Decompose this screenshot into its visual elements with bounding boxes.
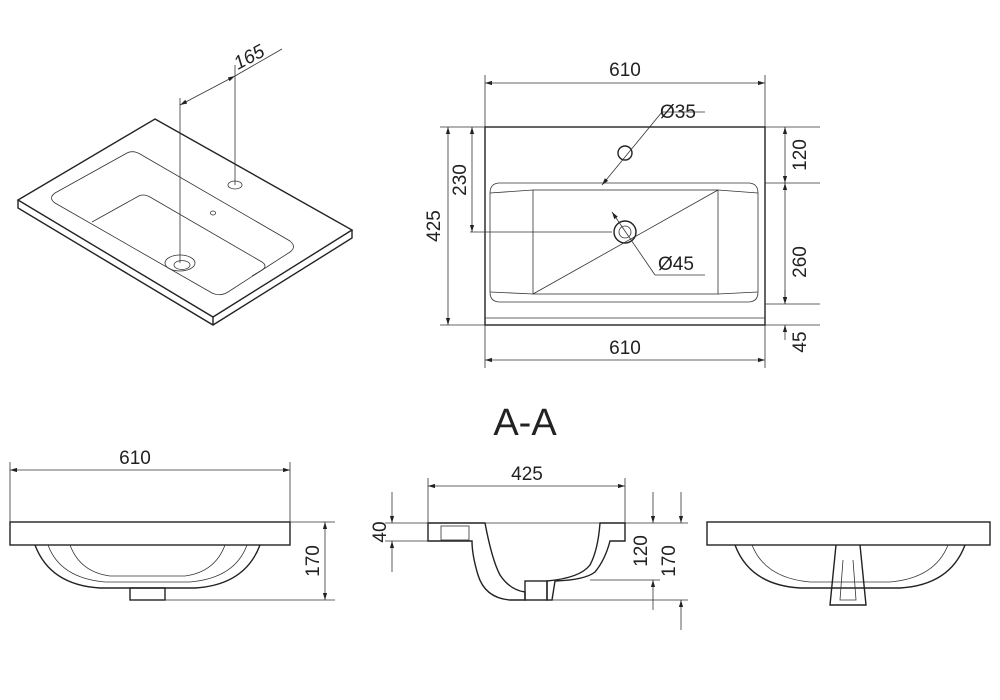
overflow-channel [440,525,470,541]
dimension-label-basin-height: 120 [631,535,652,567]
sink-slab [9,521,291,546]
basin-slopes [489,189,759,295]
tap-diameter-leader [601,111,663,186]
basin-profile [734,544,966,589]
section-view: 425 40 120 170 [370,464,688,630]
dimension-label-165: 165 [230,41,268,75]
dimension-label-depth: 425 [424,210,445,242]
basin-contours [751,544,949,583]
basin-contours [47,544,248,583]
drain-diameter-label: Ø45 [658,254,694,275]
sink-top-face [16,118,354,318]
section-hatch-left [427,522,526,601]
dimension-label-height: 170 [303,545,324,577]
dimension-label-slab-thickness: 40 [370,521,391,542]
basin-inner-edge [91,194,266,277]
sink-slab [706,521,991,546]
basin-outline [489,182,759,303]
drain-inner [618,225,632,239]
dimension-label-basin-depth: 260 [790,246,811,278]
drain-outlet [829,544,867,606]
drain-outlet [524,580,548,601]
side-view [706,521,991,606]
drain-icon [613,220,637,244]
dimension-label-total-height: 170 [659,545,680,577]
dimension-label-front-margin: 45 [790,331,811,352]
dimension-165 [179,75,236,106]
dimension-label-width-bottom: 610 [609,338,641,359]
drain-inner [173,260,191,270]
section-hatch-right [546,522,626,601]
basin-bottom [532,189,719,295]
sink-outline [484,126,766,326]
isometric-view: 165 [16,41,354,326]
tap-hole-icon [617,145,633,161]
dimension-label-depth: 425 [511,464,543,485]
basin-profile [34,544,261,589]
tap-diameter-label: Ø35 [660,102,696,123]
dimension-label-width-top: 610 [609,60,641,81]
drain-outlet [129,587,166,601]
top-view: Ø35 Ø45 610 610 425 230 120 260 45 [424,60,820,368]
section-label: A-A [493,402,557,444]
basin-outer-edge [51,151,294,296]
front-view: 610 170 [9,448,335,601]
drain-inner [839,559,857,601]
dimension-label-rear-margin: 120 [790,139,811,171]
dimension-leader [234,48,283,77]
basin-diagonal [532,189,719,295]
drain-diameter-leader [611,211,656,276]
dimension-label-drain-offset: 230 [450,164,471,196]
sink-front-edge [17,200,353,326]
dimension-label-width: 610 [119,448,151,469]
overflow-hole-icon [210,210,216,216]
